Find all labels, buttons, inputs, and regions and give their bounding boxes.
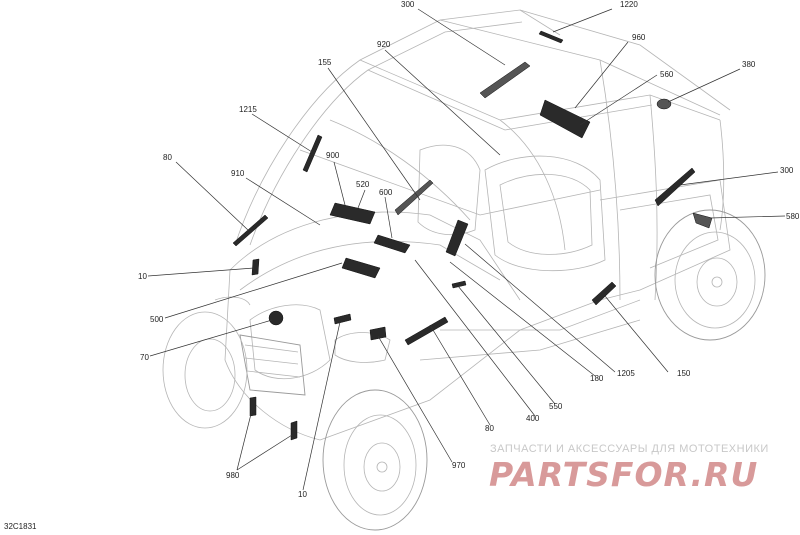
callout-910: 910: [231, 169, 245, 178]
decal-980-b: [290, 420, 298, 441]
decal-520: [329, 202, 376, 225]
decal-hood: [373, 234, 411, 254]
callout-380: 380: [742, 60, 756, 69]
leader-lines: [147, 8, 786, 491]
front-right-wheel: [322, 389, 428, 531]
decal-300-side: [654, 167, 696, 207]
front-left-wheel: [162, 311, 248, 429]
decals: [232, 30, 713, 441]
callout-1205: 1205: [617, 369, 635, 378]
callout-155: 155: [318, 58, 332, 67]
decal-550: [451, 280, 467, 289]
callout-520: 520: [356, 180, 370, 189]
decal-580: [692, 212, 713, 229]
decal-150: [591, 281, 617, 306]
decal-10-mid: [333, 313, 352, 325]
callout-600: 600: [379, 188, 393, 197]
callout-180: 180: [590, 374, 604, 383]
callout-970: 970: [452, 461, 466, 470]
callout-300-side: 300: [780, 166, 794, 175]
decal-970: [369, 326, 387, 341]
callout-960: 960: [632, 33, 646, 42]
callout-550: 550: [549, 402, 563, 411]
callout-920: 920: [377, 40, 391, 49]
callout-300-roof: 300: [401, 0, 415, 9]
decal-380: [656, 98, 672, 110]
callout-80-front: 80: [485, 424, 494, 433]
diagram-reference-code: 32C1831: [4, 522, 37, 531]
callout-10-front: 10: [138, 272, 147, 281]
decal-960: [539, 99, 591, 139]
watermark-logo: PARTSFOR.RU: [489, 455, 759, 494]
decal-80-side: [232, 214, 269, 247]
decal-70: [268, 310, 284, 326]
callout-10-bottom: 10: [298, 490, 307, 499]
callout-80-side: 80: [163, 153, 172, 162]
decal-1205: [445, 219, 469, 257]
callout-980: 980: [226, 471, 240, 480]
callout-1215: 1215: [239, 105, 257, 114]
decal-1215: [302, 134, 323, 173]
callout-580: 580: [786, 212, 800, 221]
callout-500: 500: [150, 315, 164, 324]
rear-right-wheel: [654, 209, 766, 341]
decal-10-front: [251, 258, 260, 276]
watermark-tagline: ЗАПЧАСТИ И АКСЕССУАРЫ ДЛЯ МОТОТЕХНИКИ: [490, 443, 769, 455]
callout-400: 400: [526, 414, 540, 423]
callout-900: 900: [326, 151, 340, 160]
callout-1220: 1220: [620, 0, 638, 9]
decal-400: [404, 316, 449, 346]
decal-600: [394, 179, 434, 216]
decal-500: [341, 257, 381, 279]
callout-150: 150: [677, 369, 691, 378]
callout-560: 560: [660, 70, 674, 79]
vehicle-outline: [214, 9, 731, 441]
decal-300-roof: [479, 61, 531, 99]
decal-1220: [538, 30, 564, 44]
callout-70: 70: [140, 353, 149, 362]
